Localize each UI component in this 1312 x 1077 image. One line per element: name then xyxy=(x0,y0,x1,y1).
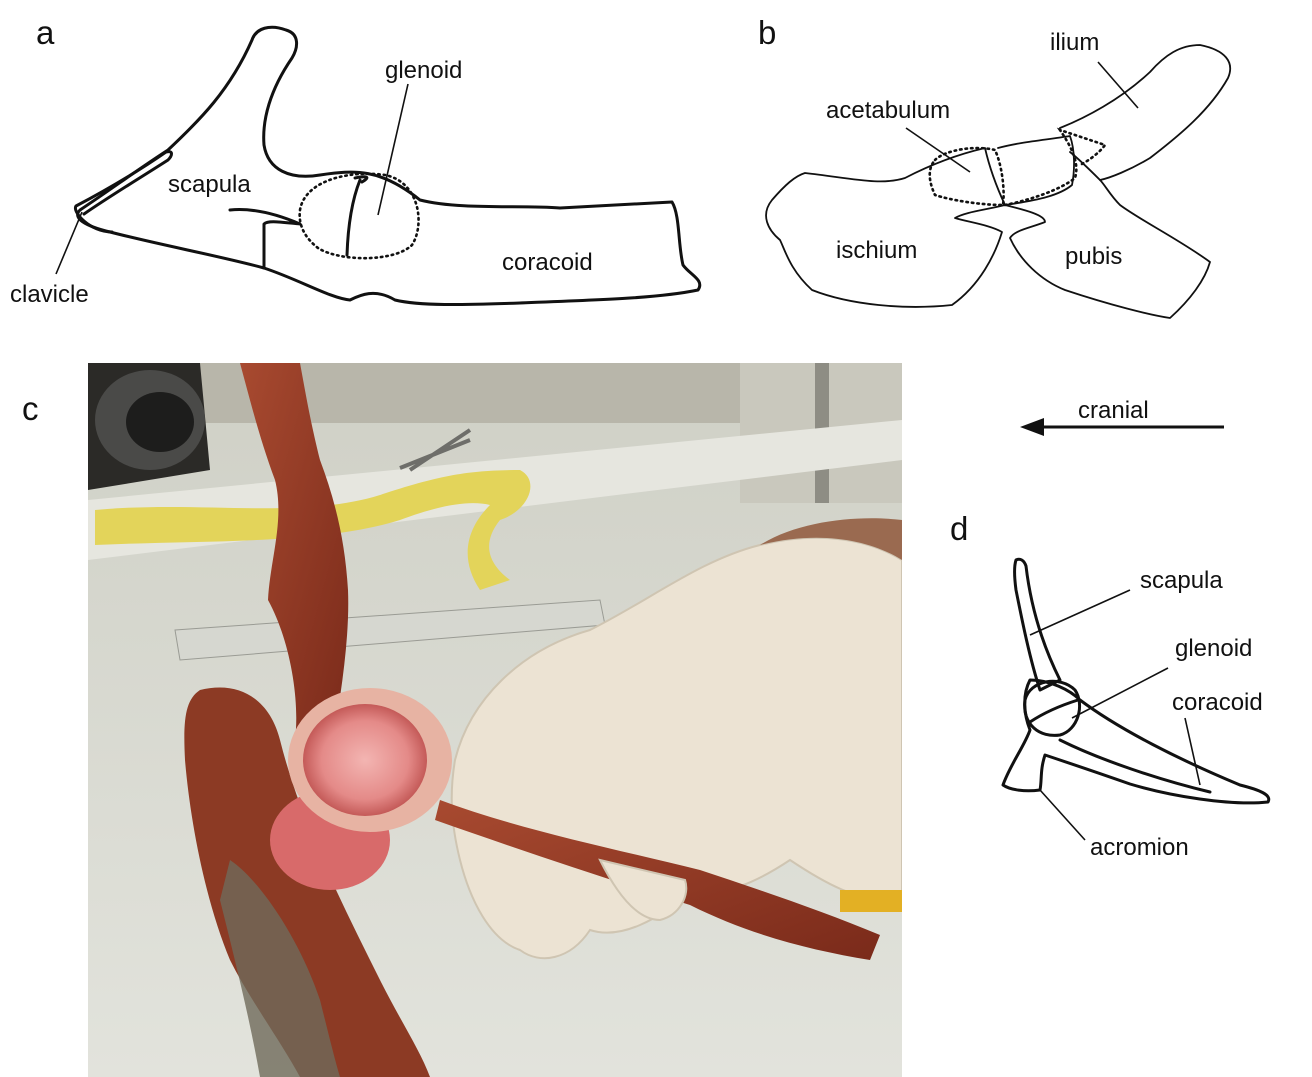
leader-d-acromion xyxy=(1040,790,1085,840)
panel-c: c xyxy=(22,363,902,1077)
label-b-pubis: pubis xyxy=(1065,243,1122,270)
label-d-coracoid: coracoid xyxy=(1172,689,1263,716)
orientation-label: cranial xyxy=(1078,397,1149,424)
glenoid-divide xyxy=(347,177,367,255)
leader-d-coracoid xyxy=(1185,718,1200,785)
panel-letter-a: a xyxy=(36,14,55,51)
panel-d: d scapula glenoid coracoid acromion xyxy=(950,510,1269,861)
acetabulum-block xyxy=(998,136,1074,205)
label-b-acetabulum: acetabulum xyxy=(826,97,950,124)
dissection-photo xyxy=(88,363,902,1077)
label-b-ischium: ischium xyxy=(836,237,917,264)
label-b-ilium: ilium xyxy=(1050,29,1099,56)
panel-b: b ilium acetabulum ischium pubis xyxy=(758,14,1230,318)
leader-clavicle xyxy=(56,212,82,274)
cranial-arrow-icon xyxy=(1020,418,1044,436)
orientation-indicator: cranial xyxy=(1020,397,1224,436)
panel-letter-b: b xyxy=(758,14,776,51)
leader-ilium xyxy=(1098,62,1138,108)
panel-letter-d: d xyxy=(950,510,968,547)
panel-letter-c: c xyxy=(22,390,39,427)
label-a-clavicle: clavicle xyxy=(10,281,89,308)
clavicle-outline xyxy=(75,152,171,232)
leader-glenoid xyxy=(378,84,408,215)
label-d-acromion: acromion xyxy=(1090,834,1189,861)
glenoid-socket xyxy=(288,688,452,832)
label-d-glenoid: glenoid xyxy=(1175,635,1252,662)
ilium-outline xyxy=(1060,45,1230,180)
d-glenoid-divide xyxy=(1030,700,1078,722)
label-d-scapula: scapula xyxy=(1140,567,1223,594)
tool-handle xyxy=(840,890,902,912)
label-a-glenoid: glenoid xyxy=(385,57,462,84)
leader-d-glenoid xyxy=(1072,668,1168,718)
label-a-scapula: scapula xyxy=(168,171,251,198)
leader-d-scapula xyxy=(1030,590,1130,635)
label-a-coracoid: coracoid xyxy=(502,249,593,276)
panel-a: a scapula glenoid coracoid clavicle xyxy=(10,14,700,308)
scapula-coracoid-suture xyxy=(230,210,300,268)
